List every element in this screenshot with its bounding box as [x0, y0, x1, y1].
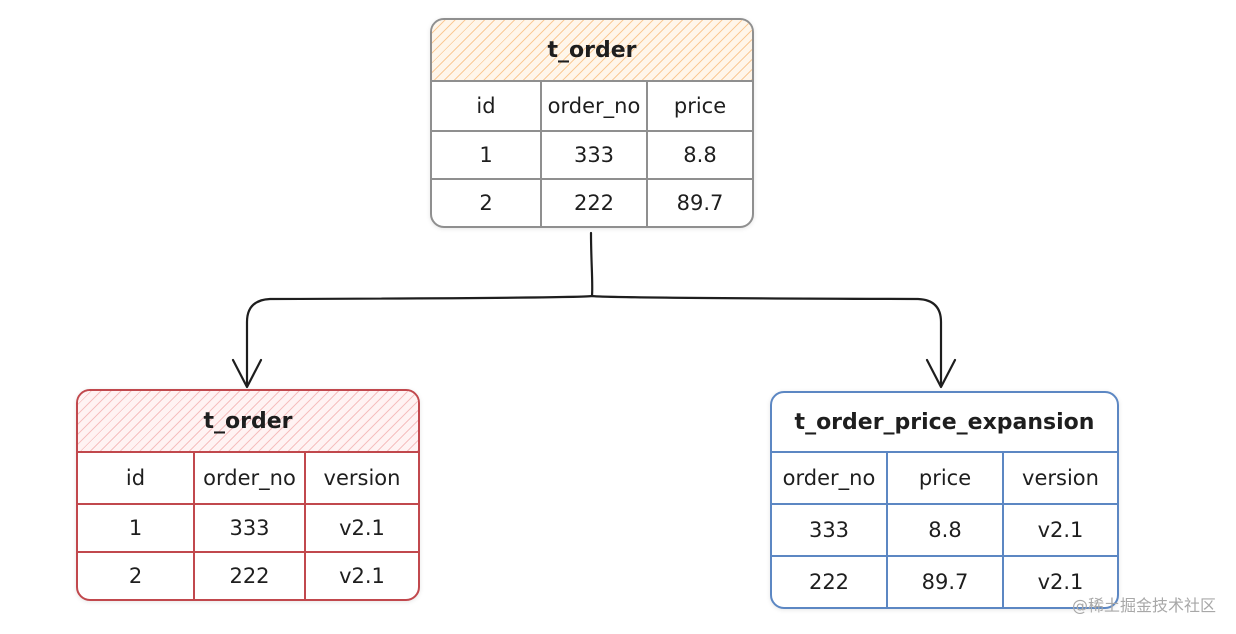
table-cell: v2.1 [304, 553, 418, 599]
header-cell: order_no [540, 82, 646, 130]
table-cell: 222 [540, 180, 646, 226]
source-table: t_order id order_no price 1 333 8.8 2 22… [430, 18, 754, 228]
table-header-row: id order_no version [78, 453, 418, 503]
header-cell: price [646, 82, 752, 130]
arrowhead-left [231, 358, 263, 389]
table-cell: 2 [128, 564, 143, 588]
table-cell: 1 [479, 143, 493, 167]
header-cell: order_no [782, 466, 876, 490]
connector-trunk [589, 231, 594, 298]
right-table-title: t_order_price_expansion [772, 393, 1117, 453]
table-header-row: order_no price version [772, 453, 1117, 503]
table-row: 1 333 8.8 [432, 130, 752, 178]
header-cell: price [886, 453, 1002, 503]
table-cell: v2.1 [304, 505, 418, 551]
table-cell: 1 [128, 516, 143, 540]
table-row: 333 8.8 v2.1 [772, 503, 1117, 555]
left-table: t_order id order_no version 1 333 v2.1 2… [76, 389, 420, 601]
header-cell: order_no [193, 453, 304, 503]
table-cell: 2 [479, 191, 493, 215]
table-cell: 222 [808, 570, 850, 594]
source-table-title: t_order [432, 20, 752, 82]
table-row: 2 222 v2.1 [78, 551, 418, 599]
table-row: 222 89.7 v2.1 [772, 555, 1117, 607]
header-cell: id [476, 94, 496, 118]
header-cell: version [1002, 453, 1117, 503]
table-cell: 8.8 [886, 505, 1002, 555]
table-row: 1 333 v2.1 [78, 503, 418, 551]
table-cell: 333 [540, 132, 646, 178]
header-cell: id [125, 466, 146, 490]
table-cell: 222 [193, 553, 304, 599]
watermark: @稀土掘金技术社区 [1071, 596, 1216, 615]
table-cell: v2.1 [1002, 505, 1117, 555]
table-cell: v2.1 [1002, 557, 1117, 607]
connector-left-branch [245, 294, 594, 388]
table-cell: 89.7 [886, 557, 1002, 607]
arrowhead-right [925, 358, 957, 389]
left-table-title: t_order [78, 391, 418, 453]
table-cell: 8.8 [646, 132, 752, 178]
table-header-row: id order_no price [432, 82, 752, 130]
connector-right-branch [590, 294, 943, 388]
table-cell: 333 [193, 505, 304, 551]
right-table: t_order_price_expansion order_no price v… [770, 391, 1119, 609]
header-cell: version [304, 453, 418, 503]
table-cell: 89.7 [646, 180, 752, 226]
table-cell: 333 [808, 518, 850, 542]
table-row: 2 222 89.7 [432, 178, 752, 226]
